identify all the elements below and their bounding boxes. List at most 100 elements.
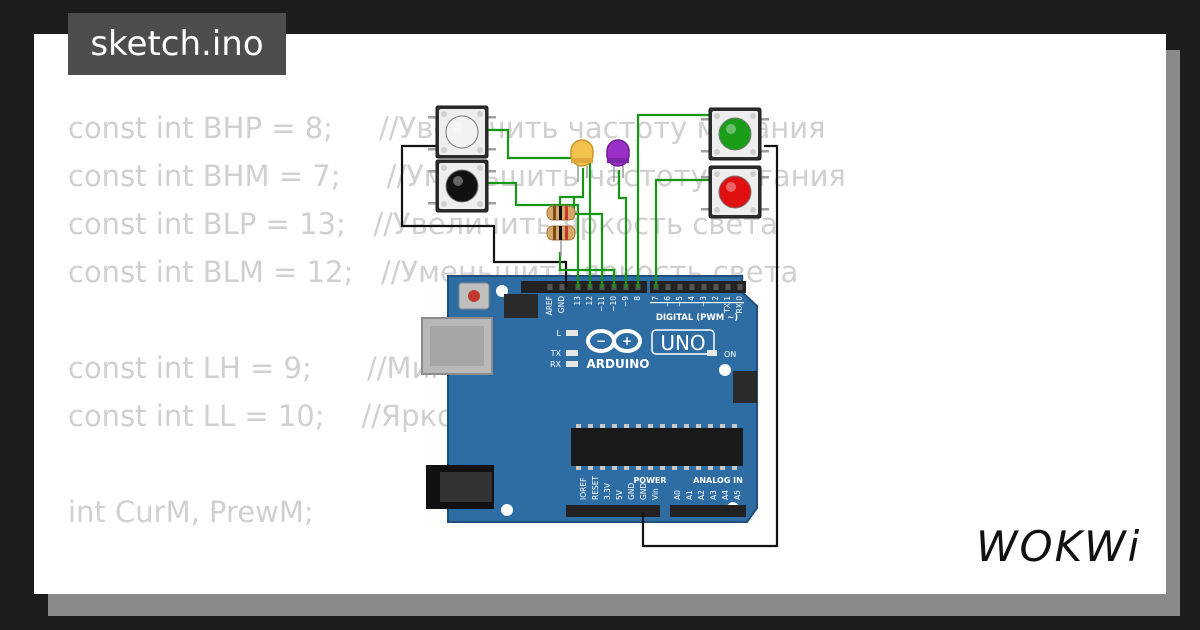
resistor-band	[559, 206, 562, 220]
wire-black-button-pin13	[488, 181, 580, 288]
pushbutton-highlight	[726, 182, 736, 192]
pushbutton-screw	[477, 165, 483, 171]
pushbutton-screw	[714, 207, 720, 213]
pushbutton-red[interactable]	[701, 165, 769, 219]
resistor-1[interactable]	[546, 205, 578, 221]
pushbutton-cap-red[interactable]	[718, 175, 752, 209]
pushbutton-leg	[761, 150, 769, 153]
pushbutton-green[interactable]	[701, 107, 769, 161]
on-led	[707, 350, 717, 356]
code-line: bool BHPsH	[68, 584, 846, 594]
chip-pin	[636, 466, 641, 470]
mounting-hole	[501, 504, 513, 516]
wire-green-button-pin8	[636, 113, 709, 288]
uno-label: UNO	[660, 331, 705, 355]
pushbutton-leg	[488, 170, 496, 173]
power-pin-label: IOREF	[579, 478, 588, 500]
pushbuttons[interactable]	[428, 105, 769, 219]
pushbutton-screw	[441, 111, 447, 117]
resistor-band	[565, 226, 568, 240]
digital-pin-label: 7	[651, 296, 660, 301]
chip-pin	[660, 424, 665, 428]
pushbutton-highlight	[726, 124, 736, 134]
chip-pin	[684, 466, 689, 470]
pushbutton-highlight	[453, 122, 463, 132]
pushbutton-screw	[750, 171, 756, 177]
pushbutton-leg	[488, 116, 496, 119]
analog-pin-label: A4	[721, 490, 730, 500]
wokwi-logo: WOKWi	[976, 522, 1142, 571]
pushbutton-cap-black[interactable]	[445, 169, 479, 203]
led-purple-rim	[607, 158, 629, 163]
power-pin-label: RESET	[591, 476, 600, 500]
chip-pin	[732, 466, 737, 470]
analog-in-label: ANALOG IN	[693, 476, 743, 485]
file-tab[interactable]: sketch.ino	[68, 13, 286, 75]
chip-pin	[732, 424, 737, 428]
digital-pin-label: GND	[557, 296, 566, 313]
header-pin	[689, 284, 695, 290]
pushbutton-leg	[701, 176, 709, 179]
board-led-label: RX	[550, 360, 562, 369]
code-line: const int BLP = 13; //Увеличить яркость …	[68, 207, 778, 241]
pushbutton-leg	[761, 208, 769, 211]
pushbutton-leg	[701, 118, 709, 121]
chip-pin	[672, 466, 677, 470]
digital-pin-label: ~10	[609, 296, 618, 312]
pushbutton-cap-white[interactable]	[445, 115, 479, 149]
power-pin-label: 5V	[615, 489, 624, 500]
header-pin	[559, 284, 565, 290]
pushbutton-cap-green[interactable]	[718, 117, 752, 151]
led-purple[interactable]	[606, 139, 630, 182]
wire-purple-led-pin9	[617, 170, 628, 288]
resistor-band	[553, 206, 556, 220]
chip-pin	[720, 466, 725, 470]
mounting-hole	[719, 364, 731, 376]
pushbutton-screw	[477, 111, 483, 117]
digital-pin-label: 13	[573, 296, 582, 306]
icsp-header-right	[733, 371, 757, 403]
arduino-brand-label: ARDUINO	[587, 357, 650, 371]
pushbutton-white[interactable]	[428, 105, 496, 159]
wire-white-button-pin12	[488, 128, 592, 288]
header-pin	[713, 284, 719, 290]
chip-pin	[624, 466, 629, 470]
reset-button-cap[interactable]	[468, 290, 480, 302]
resistor-band	[553, 226, 556, 240]
header-pin	[725, 284, 731, 290]
pushbutton-screw	[441, 165, 447, 171]
wire-ground-buttons	[400, 144, 568, 288]
pushbutton-leg	[488, 148, 496, 151]
pushbutton-screw	[441, 147, 447, 153]
digital-pin-label: 2	[711, 296, 720, 301]
chip-pin	[612, 424, 617, 428]
chip-pin	[648, 424, 653, 428]
analog-pin-label: A2	[697, 490, 706, 500]
pushbutton-black[interactable]	[428, 159, 496, 213]
digital-pin-label: RX 0	[735, 296, 744, 314]
resistor-band	[559, 226, 562, 240]
pushbutton-leg	[761, 176, 769, 179]
chip-pin	[684, 424, 689, 428]
header-pin	[737, 284, 743, 290]
digital-pin-label: ~6	[663, 296, 672, 307]
chip-pin	[588, 424, 593, 428]
digital-pin-label: TX 1	[723, 296, 732, 314]
pushbutton-leg	[761, 118, 769, 121]
code-line: int CurM, PrewM;	[68, 495, 314, 529]
resistor-2[interactable]	[546, 225, 576, 256]
pushbutton-leg	[428, 148, 436, 151]
on-label: ON	[724, 350, 736, 359]
uno-label-box	[651, 329, 715, 355]
wire-ground-right	[641, 144, 779, 548]
chip-pin	[600, 466, 605, 470]
pushbutton-screw	[714, 113, 720, 119]
analog-pin-label: A3	[709, 490, 718, 500]
pushbutton-screw	[477, 147, 483, 153]
led-yellow[interactable]	[570, 139, 594, 182]
chip-pin	[624, 424, 629, 428]
chip-pin	[636, 424, 641, 428]
wire-led-pin11	[572, 198, 604, 288]
